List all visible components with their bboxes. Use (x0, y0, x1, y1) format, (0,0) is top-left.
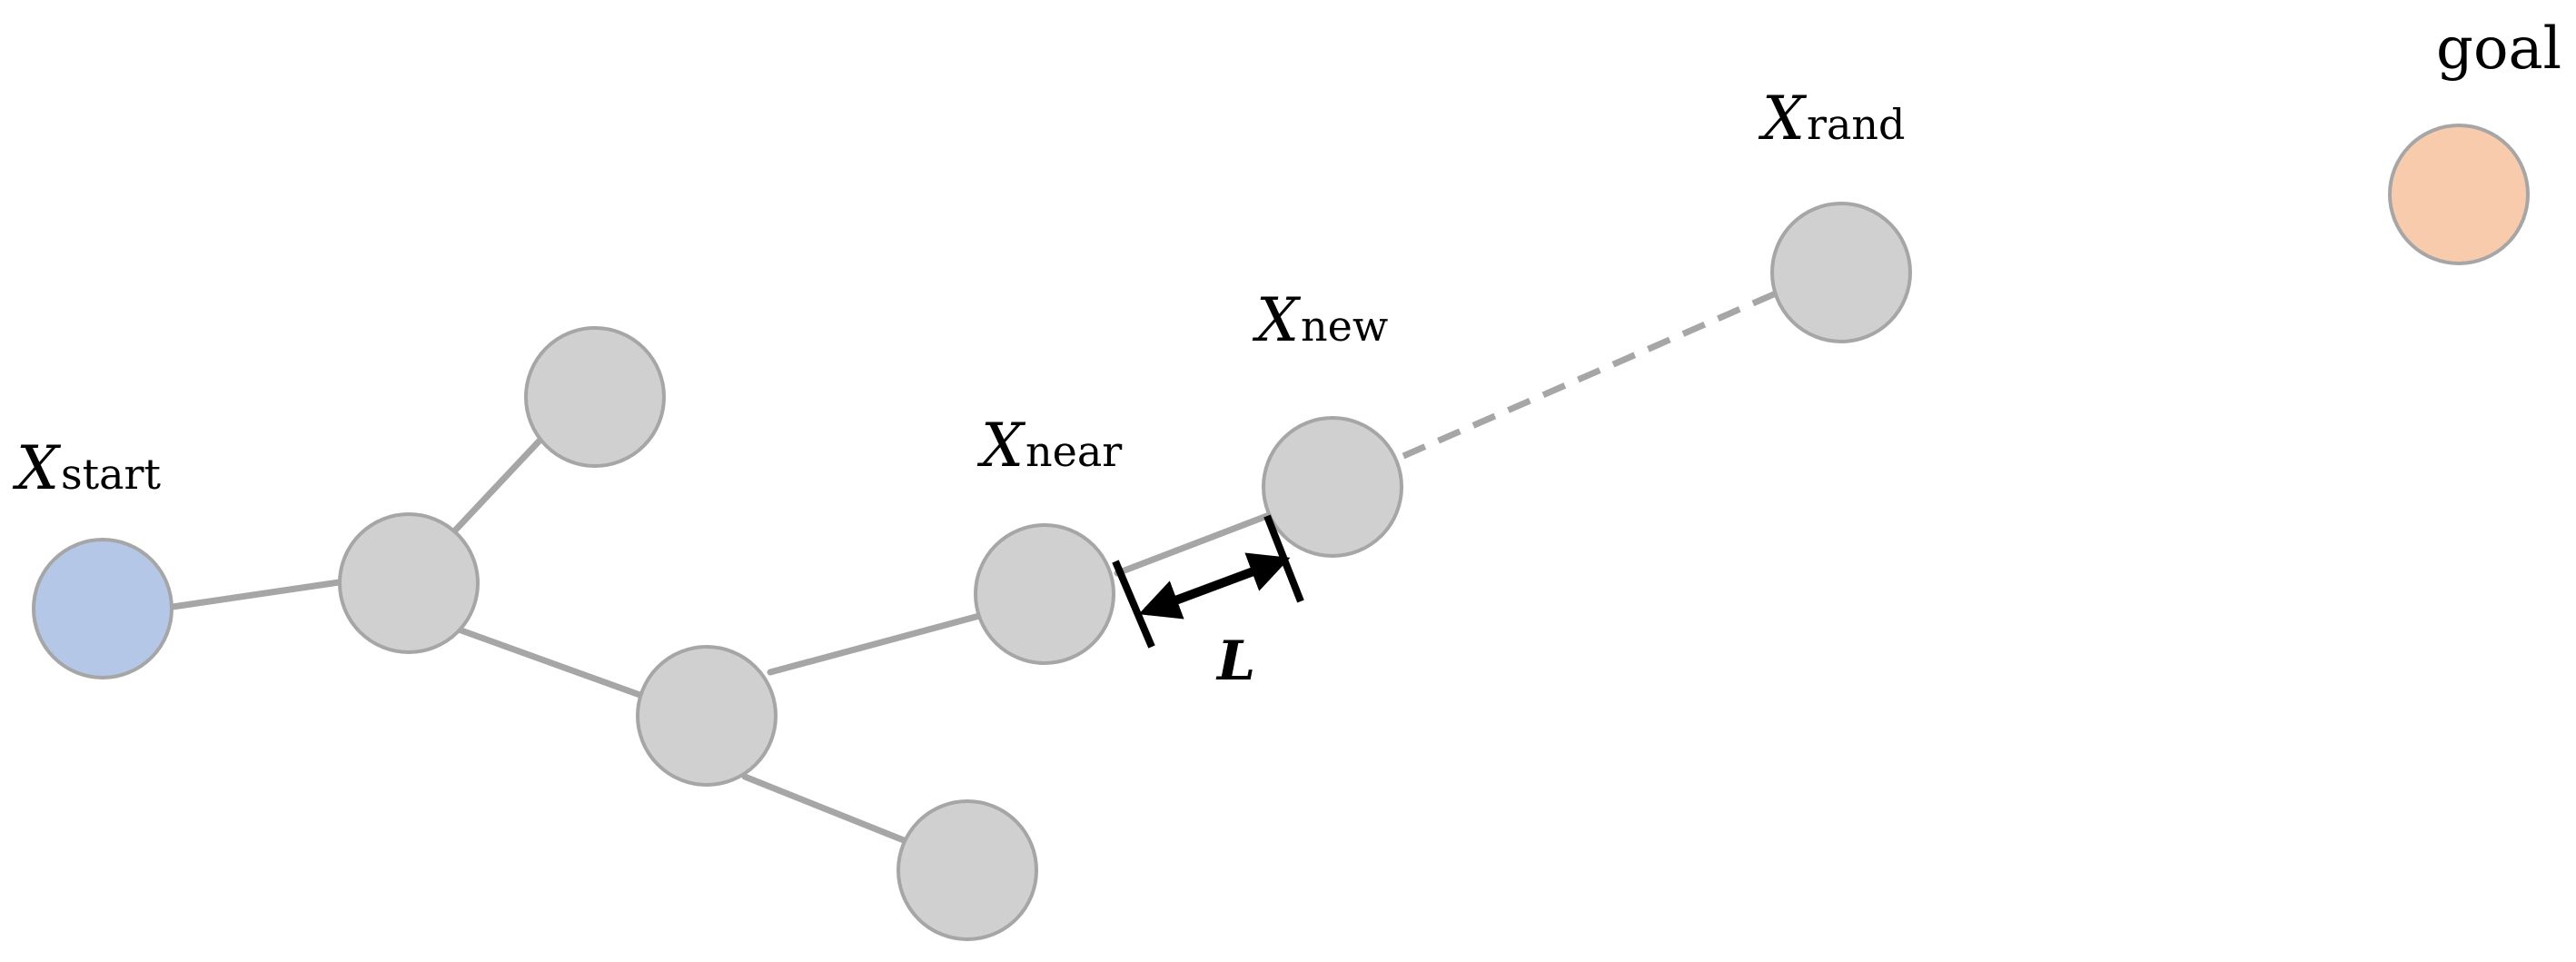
goal-label: goal (2436, 15, 2561, 83)
near-label: Xnear (976, 411, 1122, 481)
dimension-tick-left (1112, 560, 1155, 649)
near-node (974, 523, 1115, 665)
tree-nodes (32, 124, 2530, 941)
edge-n1-n2 (451, 436, 544, 535)
edge-n3-near (767, 612, 983, 676)
edge-near-new (1114, 511, 1275, 577)
step-dimension (1112, 514, 1304, 649)
new-label: Xnew (1252, 285, 1388, 355)
rand-node (1770, 202, 1912, 343)
tree-node (636, 645, 778, 787)
tree-node (524, 326, 666, 468)
start-node (32, 538, 173, 679)
rand-label: Xrand (1758, 84, 1906, 154)
new-node (1262, 416, 1403, 558)
tree-node (897, 799, 1038, 941)
tree-node (338, 512, 480, 654)
start-label: Xstart (12, 433, 162, 503)
edge-start-n1 (169, 578, 349, 610)
dimension-arrow (1138, 552, 1291, 620)
goal-node (2388, 124, 2530, 265)
labels: Xstart Xnear Xnew Xrand goal L (12, 15, 2561, 693)
edge-new-rand (1402, 290, 1778, 460)
edge-n1-n3 (455, 626, 649, 700)
edge-n3-n4 (741, 773, 907, 844)
step-length-label: L (1215, 630, 1255, 693)
